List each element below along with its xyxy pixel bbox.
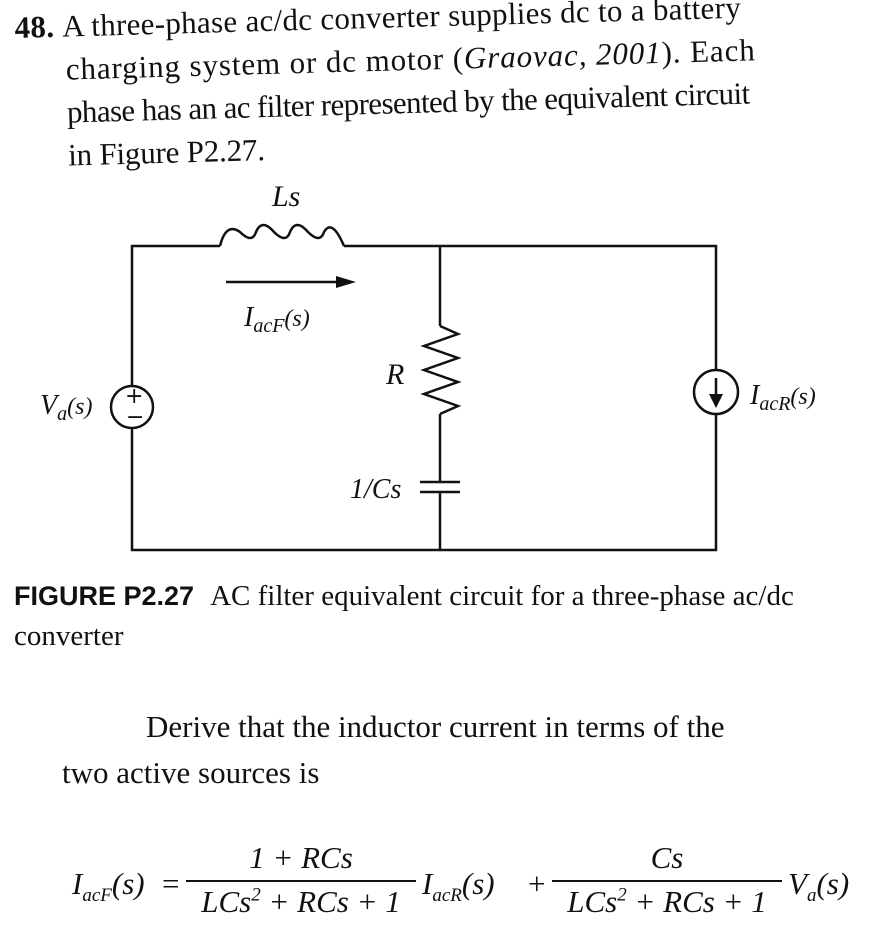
fraction-2-denominator: LCs2 + RCs + 1 — [567, 884, 767, 919]
wire-top-right — [344, 244, 718, 370]
inductor-label: Ls — [271, 180, 300, 213]
circuit-diagram: Ls IacF(s) R 1/Cs Va(s) + − IacR(s) — [40, 180, 816, 552]
plus-sign: + — [528, 866, 546, 901]
voltage-source-circle — [109, 384, 155, 430]
current-source-circle — [692, 368, 740, 416]
fraction-1: 1 + RCs LCs2 + RCs + 1 — [186, 840, 416, 920]
fraction-1-numerator: 1 + RCs — [186, 840, 416, 882]
current-source-arrow-head — [709, 394, 723, 408]
wire-bottom — [130, 414, 718, 552]
derive-line-1: Derive that the inductor current in term… — [146, 709, 725, 744]
voltage-source-label: Va(s) — [40, 390, 92, 425]
equation-iacr-term: IacR(s) — [422, 866, 495, 907]
capacitor-label: 1/Cs — [350, 474, 401, 505]
equals-sign: = — [162, 866, 180, 901]
wire-top-left — [130, 244, 220, 386]
equation-va-term: Va(s) — [788, 866, 850, 907]
voltage-plus-sign: + — [125, 384, 143, 409]
caption-text: AC filter equivalent circuit for a three… — [14, 580, 794, 652]
resistor-label: R — [385, 358, 404, 391]
inductor-current-arrow-head — [336, 276, 356, 288]
derive-line-2: two active sources is — [62, 755, 320, 790]
caption-label: FIGURE P2.27 — [14, 581, 195, 611]
inductor-coil — [218, 223, 346, 247]
current-source-label: IacR(s) — [749, 380, 816, 415]
equation: IacF(s) = 1 + RCs LCs2 + RCs + 1 IacR(s)… — [62, 840, 882, 930]
fraction-1-denominator: LCs2 + RCs + 1 — [201, 884, 401, 919]
voltage-minus-sign: − — [126, 405, 144, 430]
fraction-2-numerator: Cs — [552, 840, 782, 882]
resistor-zigzag — [420, 324, 462, 416]
derive-text: Derive that the inductor current in term… — [62, 704, 882, 796]
inductor-current-label: IacF(s) — [243, 302, 310, 337]
fraction-2: Cs LCs2 + RCs + 1 — [552, 840, 782, 920]
equation-lhs: IacF(s) — [72, 866, 145, 907]
